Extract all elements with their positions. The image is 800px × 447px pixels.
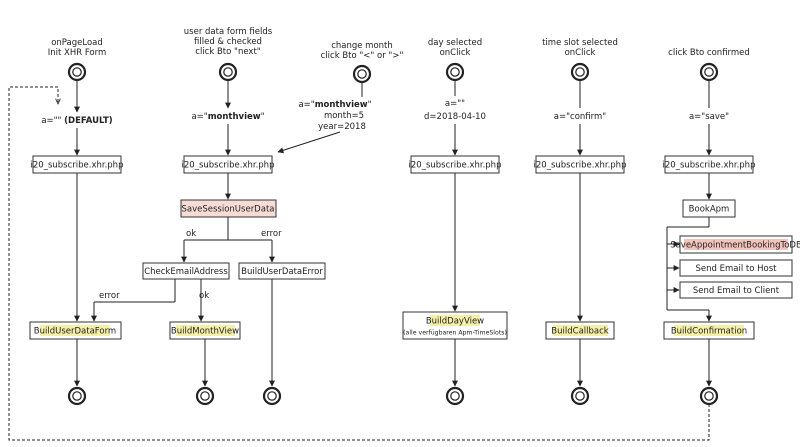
svg-text:i20_subscribe.xhr.php: i20_subscribe.xhr.php [534,161,627,171]
c1-start-node [67,62,87,82]
c6-start-node [699,62,719,82]
c2-end-node [195,386,215,406]
svg-text:BuildUserDataForm: BuildUserDataForm [34,327,116,337]
svg-text:(alle verfügbaren Apm-TimeSlot: (alle verfügbaren Apm-TimeSlots) [403,330,507,337]
svg-text:Send Email to Host: Send Email to Host [696,264,778,274]
c6-book-box: BookApm [682,199,736,218]
c2-ok-label: ok [186,229,196,239]
c5-php-box: i20_subscribe.xhr.php [534,155,627,174]
c1-param: a="" (DEFAULT) [41,116,112,126]
svg-text:i20_subscribe.xhr.php: i20_subscribe.xhr.php [182,161,275,171]
c3-trigger-line1: change month [331,41,393,51]
c3-param: a="monthview" [298,100,371,110]
c3-trigger-line2: click Bto "<" or ">" [321,51,404,61]
svg-text:BuildUserDataError: BuildUserDataError [241,267,323,277]
c6-php-box: i20_subscribe.xhr.php [663,155,756,174]
svg-text:BuildConfirmation: BuildConfirmation [671,327,747,337]
c1-result-box: BuildUserDataForm [29,321,122,340]
c4-result-box: BuildDayView (alle verfügbaren Apm-TimeS… [402,311,508,340]
c2-error-end-node [262,386,282,406]
svg-text:CheckEmailAddress: CheckEmailAddress [144,267,228,277]
c5-trigger-line1: time slot selected [542,38,618,48]
c1-trigger-line2: Init XHR Form [48,48,107,58]
c1-trigger-line1: onPageLoad [51,38,103,48]
c4-trigger-line1: day selected [428,38,482,48]
svg-text:Send Email to Client: Send Email to Client [693,286,780,296]
svg-text:BookApm: BookApm [689,205,730,215]
svg-text:BuildDayView: BuildDayView [426,317,484,327]
c1-end-node [67,386,87,406]
c2-check-email-box: CheckEmailAddress [142,262,230,280]
c6-trigger: click Bto confirmed [668,48,750,58]
feedback-loop-line [8,86,710,441]
c2-save-session-box: SaveSessionUserData [180,199,277,218]
c4-param-d: d=2018-04-10 [424,112,486,122]
c4-end-node [445,386,465,406]
c2-result-box: BuildMonthView [169,321,241,340]
c2-php-box: i20_subscribe.xhr.php [182,155,275,174]
c4-php-box: i20_subscribe.xhr.php [409,155,502,174]
c6-result-box: BuildConfirmation [663,321,755,340]
svg-text:SaveSessionUserData: SaveSessionUserData [182,205,275,215]
c5-trigger-line2: onClick [565,48,596,58]
c4-start-node [445,62,465,82]
svg-text:i20_subscribe.xhr.php: i20_subscribe.xhr.php [663,161,756,171]
c2-trigger-line2: filled & checked [194,37,262,47]
c2-trigger-line1: user data form fields [184,27,273,37]
c5-start-node [570,62,590,82]
svg-text:BuildCallback: BuildCallback [551,327,608,337]
c2-trigger-line3: click Bto "next" [195,47,261,57]
c6-end-node [699,386,719,406]
c2-user-error-box: BuildUserDataError [238,262,326,280]
c2-check-ok-label: ok [199,291,209,301]
c2-param: a="monthview" [191,112,264,122]
c1-php-box: i20_subscribe.xhr.php [31,155,124,174]
c3-param-year: year=2018 [318,122,366,132]
svg-text:BuildMonthView: BuildMonthView [171,327,239,337]
svg-text:SaveAppointmentBookingToDB: SaveAppointmentBookingToDB [670,241,800,251]
c5-end-node [570,386,590,406]
c2-start-node [218,62,238,82]
c2-check-error-label: error [99,291,120,301]
c5-result-box: BuildCallback [545,321,615,340]
c3-start-node [352,64,372,84]
c6-save-db-box: SaveAppointmentBookingToDB [670,235,800,254]
c6-email-client-box: Send Email to Client [679,281,793,299]
svg-text:i20_subscribe.xhr.php: i20_subscribe.xhr.php [409,161,502,171]
c4-trigger-line2: onClick [440,48,471,58]
c4-param-a: a="" [445,99,465,109]
c5-param: a="confirm" [554,112,606,122]
c6-param: a="save" [689,112,729,122]
c2-error-label: error [261,229,282,239]
c6-email-host-box: Send Email to Host [679,259,793,277]
svg-text:i20_subscribe.xhr.php: i20_subscribe.xhr.php [31,161,124,171]
c3-param-month: month=5 [324,111,364,121]
